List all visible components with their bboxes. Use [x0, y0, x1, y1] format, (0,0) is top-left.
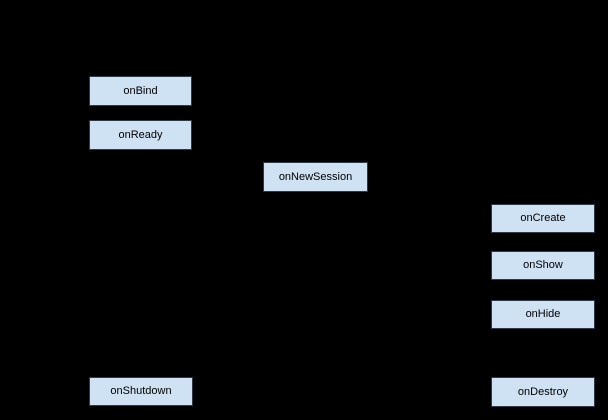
lifecycle-node-onhide: onHide [491, 300, 595, 329]
lifecycle-node-onshutdown: onShutdown [89, 377, 193, 406]
lifecycle-node-ondestroy: onDestroy [491, 377, 595, 407]
lifecycle-node-onshow: onShow [491, 251, 595, 280]
lifecycle-node-onbind: onBind [89, 76, 192, 106]
lifecycle-node-onnewsession: onNewSession [263, 162, 368, 192]
lifecycle-node-onready: onReady [89, 120, 192, 150]
lifecycle-node-oncreate: onCreate [491, 204, 595, 233]
